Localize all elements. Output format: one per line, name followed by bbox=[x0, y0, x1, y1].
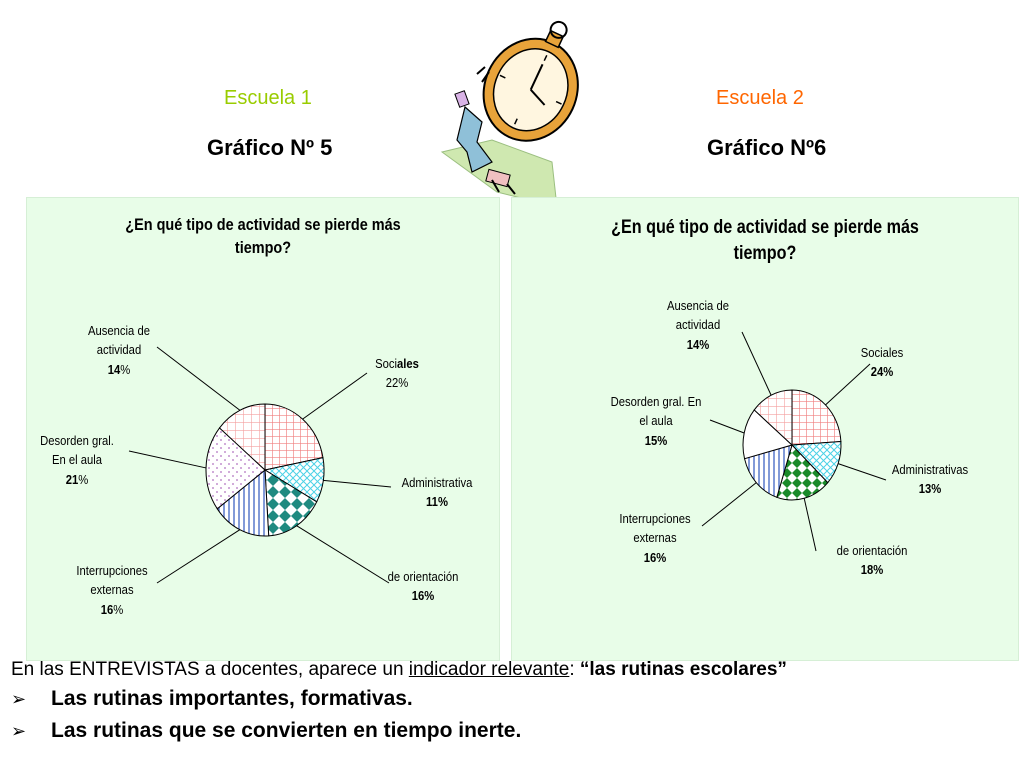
bullet-item: ➢Las rutinas que se convierten en tiempo… bbox=[11, 719, 522, 742]
school1-label: Escuela 1 bbox=[224, 87, 312, 109]
pie-slice-de-orientaci-n bbox=[776, 444, 829, 501]
school2-label: Escuela 2 bbox=[716, 87, 804, 109]
arrow-bullet-icon: ➢ bbox=[11, 689, 27, 709]
chart2-label-administrativas: Administrativas 13% bbox=[891, 463, 969, 497]
chart1-label-ausencia: Ausencia de actividad 14% bbox=[88, 324, 150, 377]
chart2-panel: ¿En qué tipo de actividad se pierde más … bbox=[511, 197, 1019, 661]
pie-slice-interrupciones-externas bbox=[743, 444, 793, 498]
chart2-title: ¿En qué tipo de actividad se pierde más … bbox=[611, 217, 919, 264]
chart1-heading: Gráfico Nº 5 bbox=[207, 135, 333, 160]
chart1-panel: ¿En qué tipo de actividad se pierde más … bbox=[26, 197, 500, 661]
chart1-label-orientacion: de orientación 16% bbox=[387, 570, 459, 604]
leader-line bbox=[741, 331, 772, 396]
chart1-label-sociales: Sociales 22% bbox=[375, 357, 419, 391]
pie-slice-sociales bbox=[791, 389, 842, 446]
leader-line bbox=[825, 363, 871, 406]
pie-chart-2 bbox=[701, 331, 887, 552]
leader-line bbox=[156, 529, 241, 584]
chart2-label-sociales: Sociales 24% bbox=[860, 346, 904, 380]
leader-line bbox=[323, 479, 392, 488]
chart2-label-orientacion: de orientación 18% bbox=[836, 544, 908, 578]
chart2-label-ausencia: Ausencia de actividad 14% bbox=[667, 299, 729, 352]
arrow-bullet-icon: ➢ bbox=[11, 721, 27, 741]
chart2-label-desorden: Desorden gral. En el aula 15% bbox=[610, 395, 702, 448]
leader-line bbox=[156, 346, 241, 411]
leader-line bbox=[709, 419, 745, 434]
leader-line bbox=[837, 463, 887, 481]
chart2-heading: Gráfico Nº6 bbox=[707, 135, 827, 160]
indicator-link: indicador relevante bbox=[408, 659, 570, 680]
chart1-label-administrativa: Administrativa 11% bbox=[401, 476, 473, 510]
leader-line bbox=[803, 498, 817, 552]
pie-slice-desorden-gral-en-el-aula bbox=[205, 427, 266, 510]
pie-slice-desorden-gral-en-el-aula bbox=[742, 409, 793, 460]
stopwatch-clipart-icon bbox=[440, 20, 579, 207]
chart1-label-interrupciones: Interrupciones externas 16% bbox=[76, 564, 148, 617]
chart1-title: ¿En qué tipo de actividad se pierde más … bbox=[125, 215, 401, 257]
leader-line bbox=[128, 450, 207, 469]
intro-sentence: En las ENTREVISTAS a docentes, aparece u… bbox=[11, 659, 787, 680]
pie-slice-ausencia-de-actividad bbox=[218, 403, 266, 472]
leader-line bbox=[302, 372, 368, 420]
bullet-item: ➢Las rutinas importantes, formativas. bbox=[11, 687, 413, 710]
leader-line bbox=[701, 482, 757, 527]
chart2-label-interrupciones: Interrupciones externas 16% bbox=[619, 512, 691, 565]
pie-slice-ausencia-de-actividad bbox=[753, 389, 793, 447]
pie-chart-1 bbox=[128, 346, 392, 584]
chart1-label-desorden: Desorden gral. En el aula 21% bbox=[40, 434, 114, 487]
leader-line bbox=[296, 525, 390, 584]
